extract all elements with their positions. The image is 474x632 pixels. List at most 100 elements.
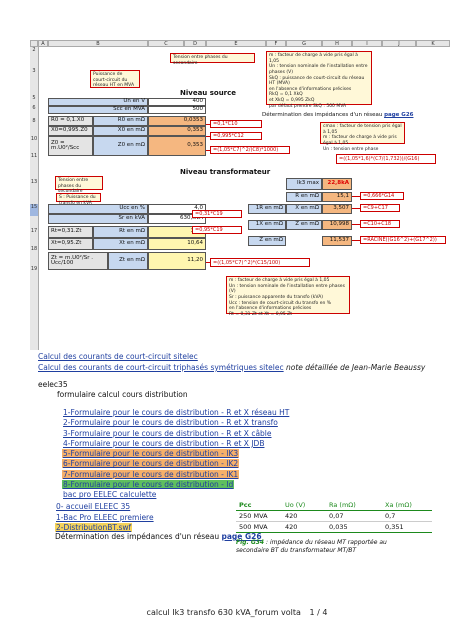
un-label: Un en V [48,98,148,106]
x0-formula: X0=0,995.Z0 [48,126,93,136]
connector-line [206,262,210,263]
note-line: en l'absence d'informations précises [229,306,312,312]
formula-rt: =0,31*C19 [192,210,242,218]
pcc-header: Ra (mΩ) [329,501,356,509]
formula-x0: =0,995*C12 [210,132,262,140]
row-number[interactable]: 2 [30,47,38,55]
footer: calcul Ik3 transfo 630 kVA_forum volta 1… [0,608,474,617]
note-line: m : facteur de charge à vide pris égal à… [269,53,358,64]
scc-value[interactable]: 500 [148,106,206,114]
pcc-cell: 0,035 [329,523,348,531]
pcc-header-row: Pcc Uo (V) Ra (mΩ) Xa (mΩ) [236,500,432,511]
row-number[interactable]: 15 [30,204,38,216]
det-page-link[interactable]: page G26 [221,532,262,541]
table-row: 500 MVA 420 0,035 0,351 [236,522,432,533]
spreadsheet: A B C D E F G H I J K 2 3 5 6 8 10 11 13… [30,40,450,350]
xt-value[interactable]: 10,64 [148,238,206,250]
sr-value[interactable]: 630,KVA [148,214,206,224]
calc-tri-link[interactable]: Calcul des courants de court-circuit tri… [38,363,284,372]
note-line: m : facteur de charge à vide pris égal à… [229,278,330,283]
bac-pro-link[interactable]: bac pro EELEC calculette [63,490,157,500]
ik3-value[interactable]: 22,8kA [322,178,352,190]
z0-formula: Z0 = m.U0²/Scc [48,136,93,156]
note-line: Un : tension nominale de l'installation … [269,64,368,75]
mid-r-label: 1R en mΩ [248,204,286,214]
note-line: et XkQ = 0,995 ZkQ [269,98,315,103]
table-row: 250 MVA 420 0,07 0,7 [236,511,432,522]
s-note: S : Puissance du transfo en kVA [56,193,101,206]
note-line: cmax : facteur de tension pris égal à 1,… [323,124,402,135]
col-header[interactable]: D [184,40,206,47]
calc-link[interactable]: Calcul des courants de court-circuit sit… [38,352,198,361]
col-header[interactable]: G [286,40,322,47]
col-header[interactable]: H [322,40,352,47]
z0-value[interactable]: 0,353 [148,136,206,156]
tension2-note-text: Tension entre phases du secondaire [58,178,89,195]
formulaire-link-2[interactable]: 2-Formulaire pour le cours de distributi… [63,418,278,428]
col-header[interactable]: A [38,40,48,47]
row-number[interactable]: 18 [30,246,38,254]
x0-value[interactable]: 0,353 [148,126,206,136]
formulaire-link-1[interactable]: 1-Formulaire pour le cours de distributi… [63,408,290,417]
rt-label: Rt en mΩ [93,226,148,238]
un-value[interactable]: 400 [148,98,206,106]
note-ik: cmax : facteur de tension pris égal à 1,… [320,122,405,152]
r0-label: R0 en mΩ [93,116,148,126]
note-transfo: m : facteur de charge à vide pris égal à… [226,276,350,317]
row-number[interactable]: 6 [30,105,38,113]
row-number[interactable]: 11 [30,153,38,161]
ucc-value[interactable]: 4,0 [148,204,206,214]
impedance-page-link[interactable]: page G26 [384,112,414,118]
formulaire-link-7[interactable]: 7-Formulaire pour le cours de distributi… [62,469,240,479]
zt-value[interactable]: 11,20 [148,252,206,270]
row-number[interactable]: 5 [30,95,38,103]
distribution-swf-link[interactable]: 2-DistributionBT.swf [55,523,133,532]
formulaire-link-3[interactable]: 3-Formulaire pour le cours de distributi… [63,428,272,438]
formulaire-link-8[interactable]: 8-Formulaire pour le cours de distributi… [62,480,235,490]
ik-aux-value[interactable]: 15,1 [322,192,352,202]
connector-line [206,124,210,125]
row-number[interactable]: 8 [30,118,38,126]
row-number[interactable]: 13 [30,179,38,187]
pcc-table: Pcc Uo (V) Ra (mΩ) Xa (mΩ) 250 MVA 420 0… [236,500,432,533]
pcc-caption: Fig. G34 : impédance du réseau MT rappor… [236,539,416,555]
note-line: par défaut prendre SkQ : 500 MVA [269,103,347,109]
connector-line [352,240,360,241]
connector-line [352,196,360,197]
formula-ik: =((1,05*1,6)*(C7/(1,732))/(G16) [336,154,436,164]
det-line: Détermination des impédances d'un réseau… [55,532,262,541]
rt-formula: Rt=0,31.Zt [48,226,93,238]
row-number[interactable]: 19 [30,266,38,274]
r0-value[interactable]: 0,0353 [148,116,206,126]
col-header[interactable]: I [352,40,382,47]
row-number[interactable]: 17 [30,228,38,236]
zt-formula: Zt = m.U0²/Sr . Ucc/100 [48,252,108,270]
r0-formula: R0 = 0,1.X0 [48,116,93,126]
formulaire-link-4[interactable]: 4-Formulaire pour le cours de distributi… [63,438,265,448]
calc-tri-line: Calcul des courants de court-circuit tri… [38,363,458,372]
accueil-link[interactable]: 0- accueil ELEEC 35 [56,502,131,511]
z-label: Z en mΩ [286,220,322,230]
col-header[interactable]: F [266,40,286,47]
col-header[interactable]: J [382,40,416,47]
row-number[interactable]: 10 [30,136,38,144]
formulaire-link-6[interactable]: 6-Formulaire pour le cours de distributi… [62,459,240,469]
note-line: Un : tension nominale de l'installation … [229,283,345,295]
col-header[interactable]: C [148,40,184,47]
col-header[interactable]: K [416,40,450,47]
x-value[interactable]: 10,998 [322,220,352,230]
ik3-label: Ik3 max [286,178,322,190]
formula-z: =RACINE((G16^2)+(G17^2)) [360,236,446,244]
bac-pro-premiere-link[interactable]: 1-Bac Pro ELEEC premiere [56,512,154,522]
row-number[interactable]: 3 [30,68,38,76]
eelec-label: eelec35 [38,380,68,389]
z-value[interactable]: 11,537 [322,236,352,246]
formulaire-link-5[interactable]: 5-Formulaire pour le cours de distributi… [62,449,240,459]
r-value[interactable]: 3,507 [322,204,352,214]
row-header-strip [30,47,39,350]
col-header[interactable]: E [206,40,266,47]
mid-x-label: 1X en mΩ [248,220,286,230]
pcc-header: Uo (V) [285,501,306,509]
col-header[interactable]: B [48,40,148,47]
footer-text: calcul Ik3 transfo 630 kVA_forum volta [146,608,301,617]
